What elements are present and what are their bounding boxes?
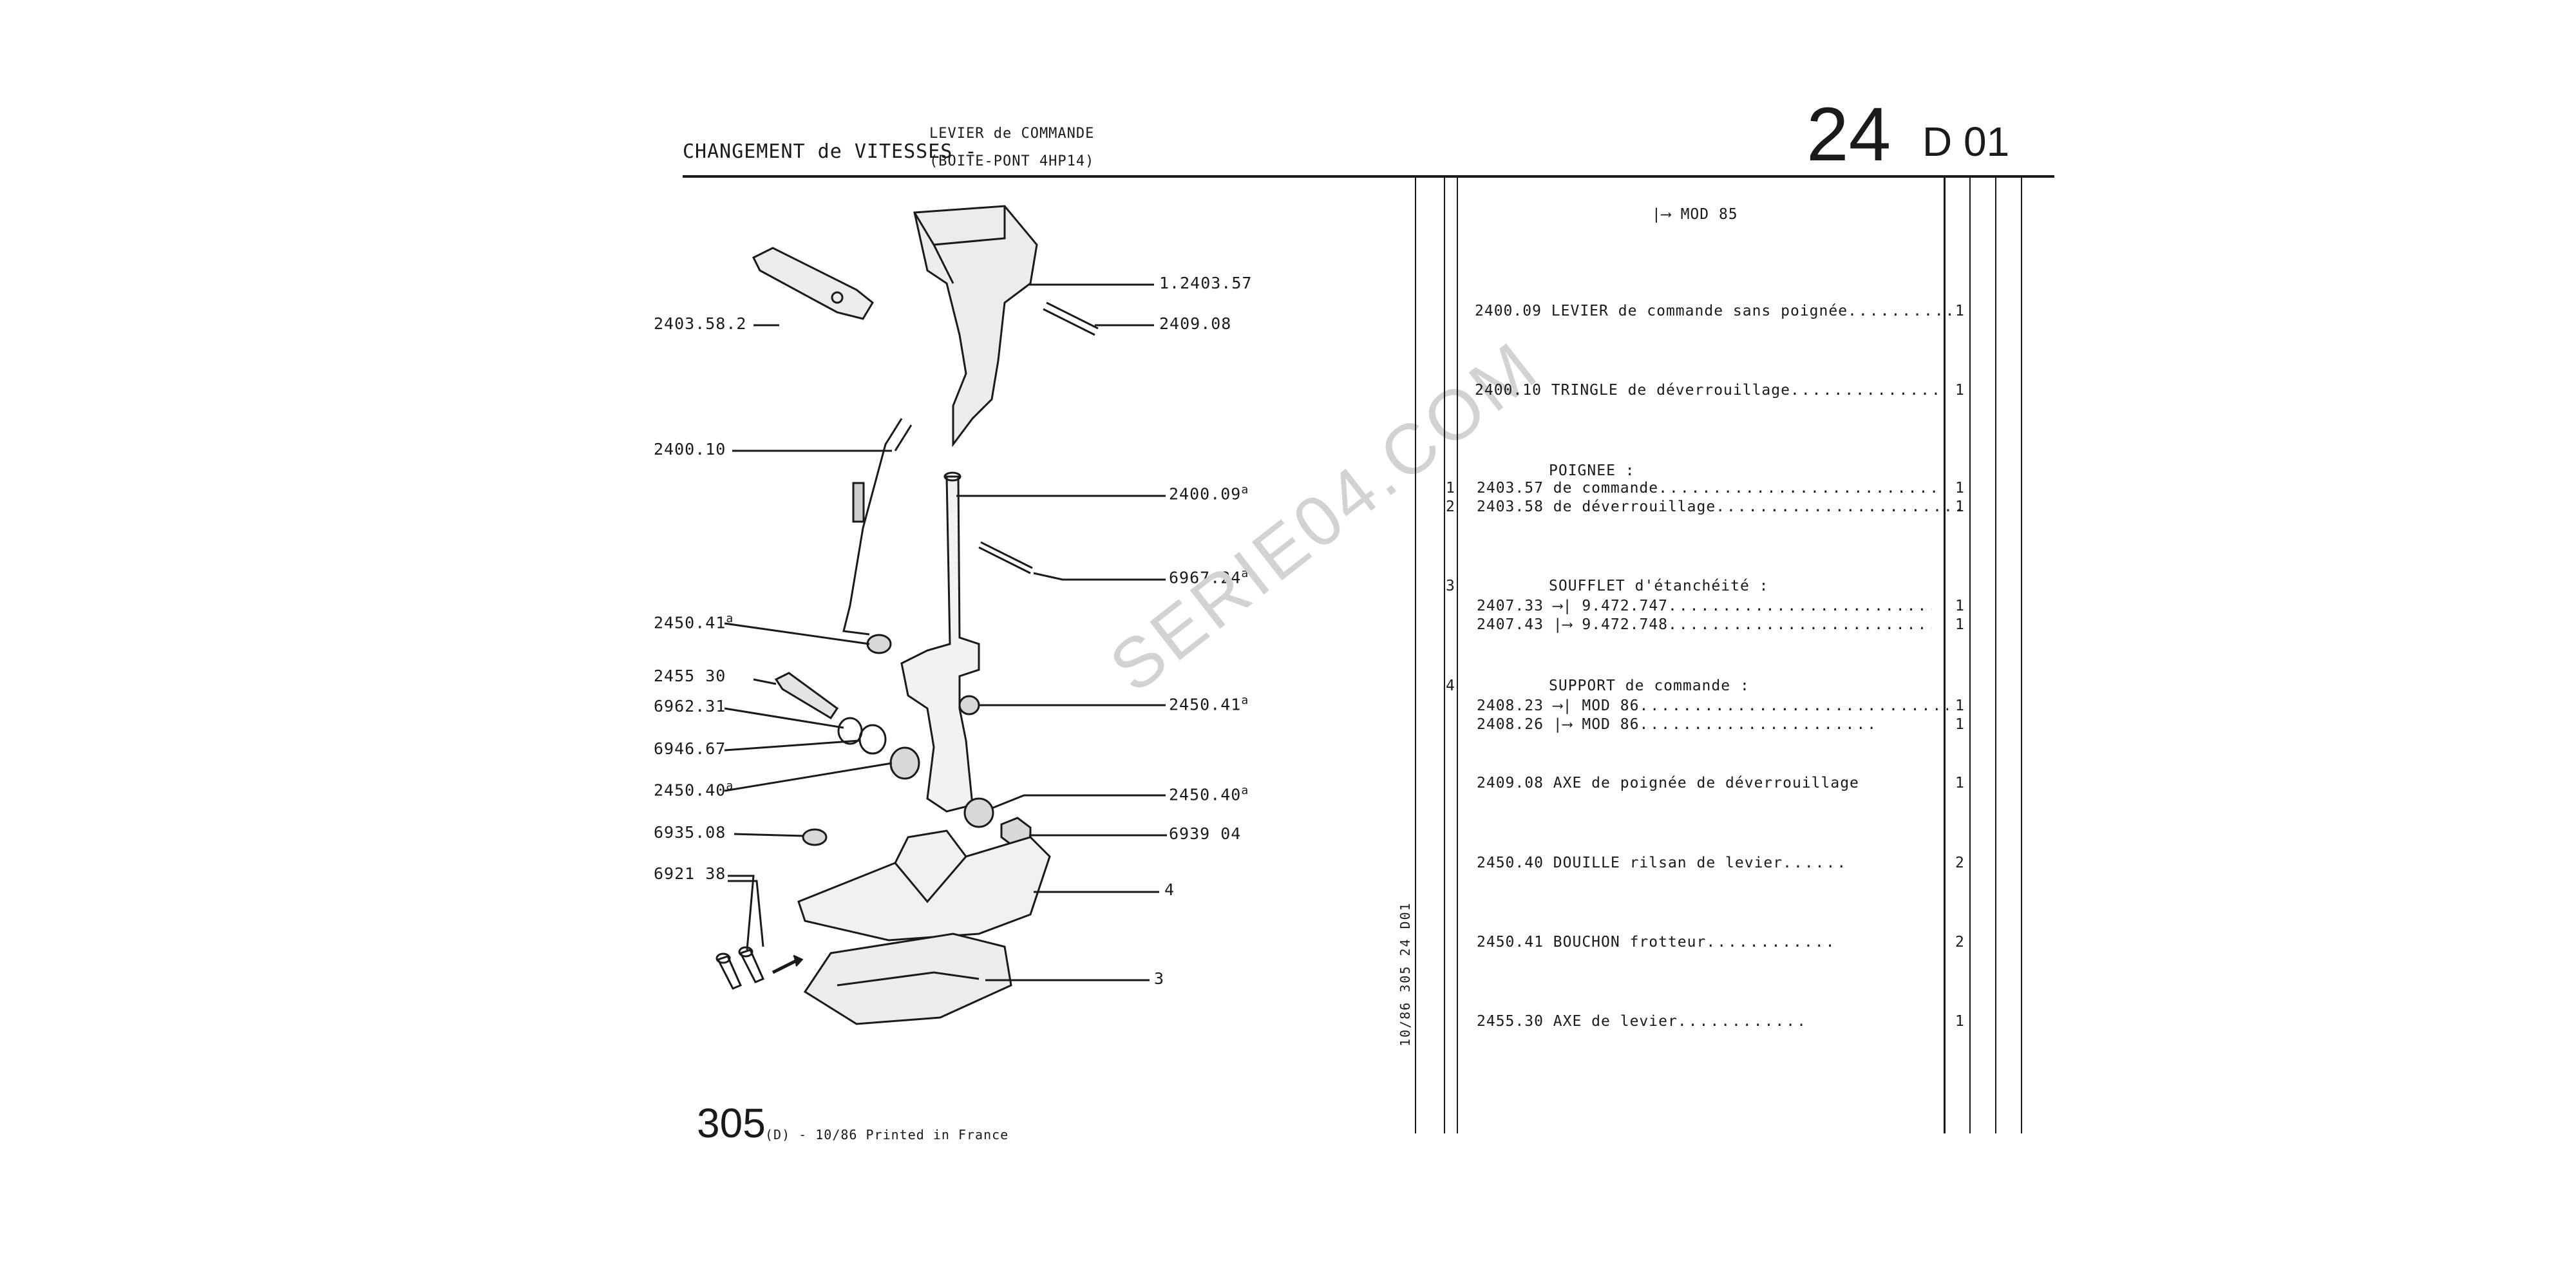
up-to-arrow-icon: ⟶| [1553, 697, 1573, 714]
table-row: 2408.23 ⟶| MOD 86.......................… [1477, 697, 1948, 714]
lever-support-part [797, 829, 1051, 942]
quantity-cell: 2 [1955, 934, 1964, 951]
from-arrow-icon: |⟶ [1553, 616, 1573, 633]
table-row: 2400.09 LEVIER de commande sans poignée.… [1475, 303, 1951, 319]
ref-number: 1 [1446, 480, 1455, 497]
quantity-cell: 1 [1955, 480, 1964, 497]
quantity-cell: 1 [1955, 498, 1964, 515]
gear-lever-part [900, 475, 980, 813]
table-qty-line-3 [1995, 177, 1996, 1133]
section-title: CHANGEMENT de VITESSES - [683, 140, 978, 163]
callout-label: 2403.58.2 [654, 314, 747, 333]
table-row: 2403.58 de déverrouillage...............… [1477, 498, 1964, 515]
quantity-cell: 1 [1955, 775, 1964, 791]
table-row: 2407.33 ⟶| 9.472.747....................… [1477, 598, 1932, 614]
model-note: |⟶ MOD 85 [1652, 206, 1738, 223]
quantity-cell: 1 [1955, 382, 1964, 399]
table-qty-line-1 [1944, 177, 1946, 1133]
bellow-part [803, 933, 1012, 1025]
side-code: 10/86 305 24 D01 [1397, 902, 1413, 1046]
quantity-cell: 1 [1955, 598, 1964, 614]
section-subtitle-line1: LEVIER de COMMANDE [929, 126, 1095, 142]
callout-label: 2409.08 [1159, 314, 1232, 333]
ref-number: 2 [1446, 498, 1455, 515]
callout-label: 6946.67 [654, 739, 726, 758]
ref-number: 4 [1446, 677, 1455, 694]
table-group-heading: SOUFFLET d'étanchéité : [1549, 578, 1769, 594]
quantity-cell: 1 [1955, 303, 1964, 319]
table-row: 2403.57 de commande.....................… [1477, 480, 1945, 497]
callout-label: 6967.24a [1169, 567, 1249, 587]
print-info: (D) - 10/86 Printed in France [765, 1127, 1009, 1142]
callout-label: 2450.40a [654, 779, 734, 800]
from-arrow-icon: |⟶ [1652, 206, 1671, 223]
table-row: 2407.43 |⟶ 9.472.748....................… [1477, 616, 1932, 633]
callout-label: 2455 30 [654, 667, 726, 685]
callout-label: 2400.10 [654, 440, 726, 459]
callout-label: 2400.09a [1169, 483, 1249, 504]
table-row: 2400.10 TRINGLE de déverrouillage.......… [1475, 382, 1945, 399]
quantity-cell: 2 [1955, 855, 1964, 871]
up-to-arrow-icon: ⟶| [1553, 598, 1573, 614]
quantity-cell: 1 [1955, 716, 1964, 733]
page-number: 305 [697, 1100, 766, 1146]
callout-label: 1.2403.57 [1159, 274, 1253, 292]
quantity-cell: 1 [1955, 616, 1964, 633]
header-rule [683, 175, 2054, 178]
table-row: 2409.08 AXE de poignée de déverrouillage [1477, 775, 1859, 791]
table-group-heading: POIGNEE : [1549, 462, 1635, 479]
callout-label: 3 [1154, 969, 1165, 988]
quantity-cell: 1 [1955, 1013, 1964, 1030]
table-ref-line-1 [1444, 177, 1445, 1133]
exploded-diagram [715, 205, 1167, 1025]
unlock-lever-part [752, 247, 874, 320]
callout-label: 6939 04 [1169, 824, 1242, 843]
group-number: 24 [1806, 92, 1891, 177]
section-subtitle-line2: (BOITE-PONT 4HP14) [929, 153, 1095, 169]
callout-label: 2450.40a [1169, 784, 1249, 804]
table-margin-line [1415, 177, 1416, 1133]
callout-label: 2450.41a [654, 612, 734, 632]
table-row: 2450.40 DOUILLE rilsan de levier...... [1477, 855, 1848, 871]
callout-label: 2450.41a [1169, 694, 1249, 714]
table-qty-line-4 [2021, 177, 2022, 1133]
table-qty-line-2 [1969, 177, 1971, 1133]
table-ref-line-2 [1457, 177, 1458, 1133]
table-row: 2408.26 |⟶ MOD 86.......................… [1477, 716, 1878, 733]
table-group-heading: SUPPORT de commande : [1549, 677, 1750, 694]
callout-label: 4 [1164, 880, 1175, 899]
ref-number: 3 [1446, 578, 1455, 594]
group-code: D 01 [1922, 118, 2010, 165]
callout-label: 6935.08 [654, 823, 726, 842]
from-arrow-icon: |⟶ [1553, 716, 1573, 733]
quantity-cell: 1 [1955, 697, 1964, 714]
callout-label: 6921 38 [654, 864, 726, 883]
table-row: 2450.41 BOUCHON frotteur............. [1477, 934, 1835, 951]
table-row: 2455.30 AXE de levier............. [1477, 1013, 1806, 1030]
callout-label: 6962.31 [654, 697, 726, 715]
unlock-rod-part [842, 418, 913, 636]
